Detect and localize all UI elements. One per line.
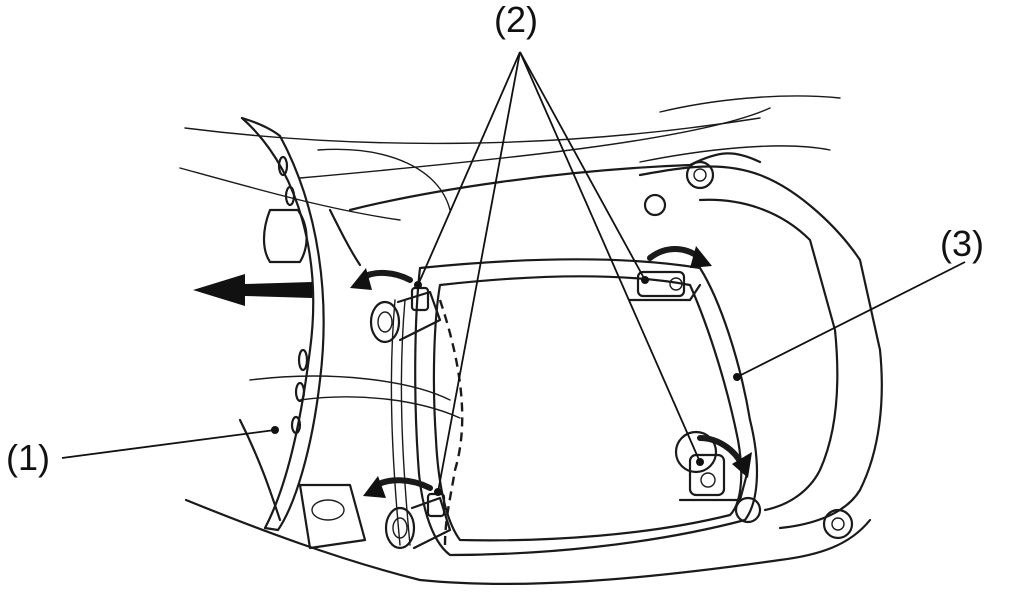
leader-lines [61, 51, 966, 496]
leader-line-2d [519, 51, 701, 463]
clip-upper-left [369, 286, 442, 344]
callout-label-2: (2) [494, 0, 538, 40]
leader-line-2b [437, 51, 521, 493]
dashed-path [438, 299, 464, 546]
clip-upper-right [628, 270, 702, 302]
callout-label-3: (3) [940, 223, 984, 264]
trim-strip-part-1 [240, 116, 325, 532]
leader-line-2c [519, 51, 646, 281]
body-panel-outline [179, 95, 841, 419]
leader-line-3 [736, 261, 966, 378]
callout-label-1: (1) [6, 437, 50, 478]
clip-lower-left [384, 492, 452, 550]
mounting-frame [184, 160, 883, 586]
rotation-arrows [350, 246, 752, 498]
leader-line-1 [61, 429, 276, 459]
clip-lower-right [674, 430, 750, 502]
leader-line-2a [417, 51, 521, 286]
lid-part-3 [390, 258, 759, 557]
arrow-remove-direction [193, 274, 312, 306]
clips-part-2 [369, 270, 750, 550]
